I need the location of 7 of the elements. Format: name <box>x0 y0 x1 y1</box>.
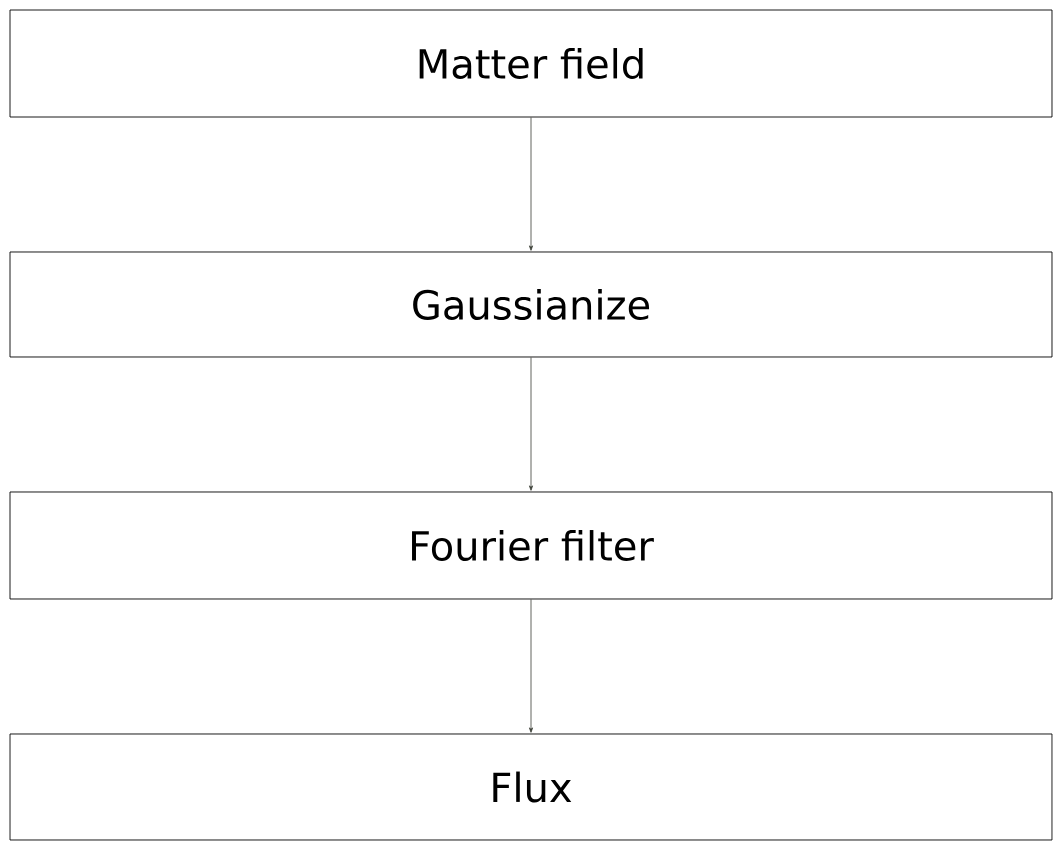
process-box: Gaussianize <box>9 251 1053 358</box>
arrow <box>529 599 533 733</box>
process-box: Flux <box>9 733 1053 841</box>
process-box: Matter field <box>9 9 1053 118</box>
arrow <box>529 117 533 251</box>
process-box: Fourier filter <box>9 491 1053 600</box>
arrow <box>529 357 533 491</box>
